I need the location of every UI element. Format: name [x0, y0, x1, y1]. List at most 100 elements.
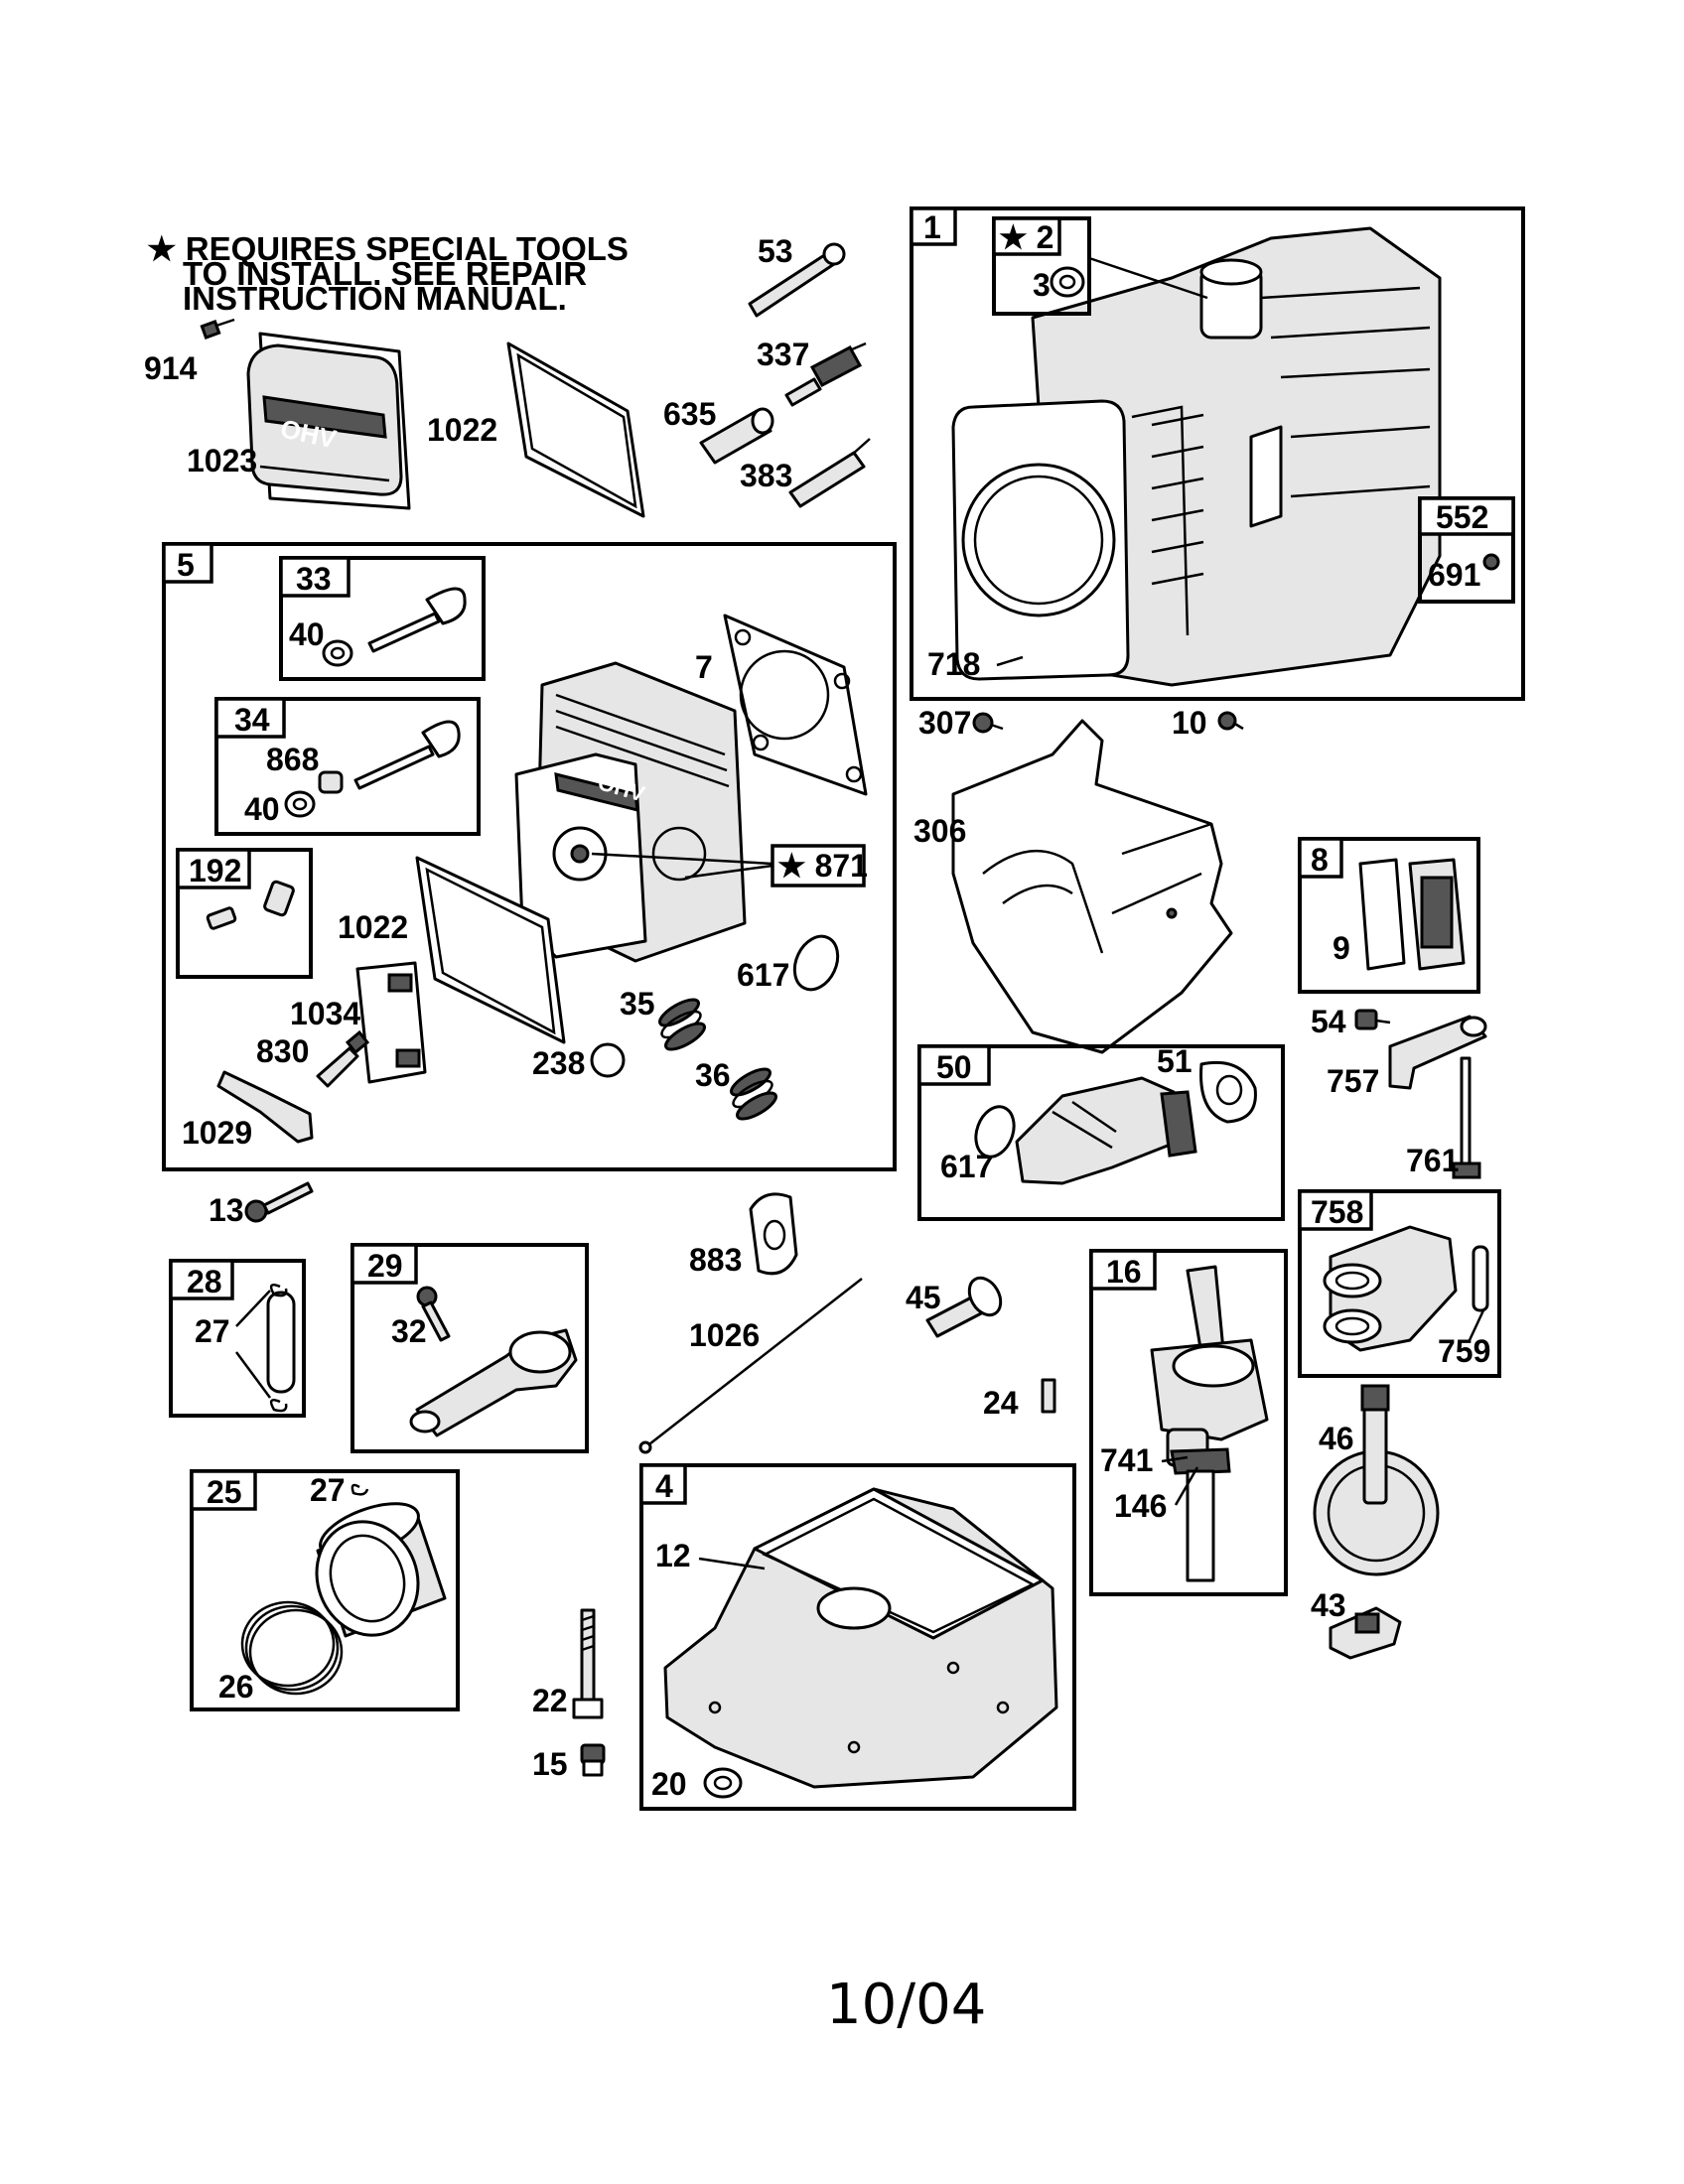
part-20-seal [703, 1767, 743, 1799]
tag-29 [351, 1243, 418, 1285]
part-883-gasket [749, 1192, 798, 1276]
box-25-piston [190, 1469, 460, 1711]
part-50-intake-manifold [1015, 1076, 1197, 1185]
box-758-bracket [1298, 1189, 1501, 1378]
part-307-screw [972, 712, 1004, 734]
label-20: 20 [651, 1766, 687, 1802]
part-25-piston [315, 1502, 447, 1638]
tag-871 [771, 844, 866, 887]
part-757-bracket [1388, 1015, 1487, 1090]
label-146: 146 [1114, 1488, 1167, 1524]
label-33: 33 [296, 561, 332, 597]
part-cylinder-head: OHV [514, 661, 747, 963]
part-1022-gasket-head [415, 856, 566, 1044]
label-10: 10 [1172, 705, 1207, 741]
label-691: 691 [1428, 557, 1480, 593]
label-12: 12 [655, 1538, 691, 1573]
tag-5 [162, 542, 213, 584]
tag-1 [910, 206, 957, 246]
leader-2 [1088, 256, 1208, 300]
label-7: 7 [695, 649, 713, 685]
label-1022-head: 1022 [338, 909, 408, 945]
tag-33 [279, 556, 351, 598]
label-32: 32 [391, 1313, 427, 1349]
tag-34 [214, 697, 286, 739]
part-1022-gasket-top [506, 341, 645, 518]
part-27-clips [234, 1284, 288, 1413]
part-914-bolt [200, 318, 235, 340]
tag-28 [169, 1259, 234, 1300]
label-306: 306 [913, 813, 966, 849]
label-13: 13 [209, 1192, 244, 1228]
label-40-a: 40 [289, 616, 325, 652]
part-53-shaft [748, 242, 846, 318]
note-line-3: INSTRUCTION MANUAL. [183, 280, 567, 317]
label-27-a: 27 [195, 1313, 230, 1349]
label-35: 35 [620, 986, 655, 1022]
leader-759 [1468, 1309, 1485, 1341]
part-306-shroud [951, 719, 1233, 1054]
part-24-key [1041, 1378, 1056, 1414]
label-26: 26 [218, 1669, 254, 1705]
label-4: 4 [655, 1468, 673, 1504]
tag-16 [1089, 1249, 1157, 1291]
leader-871-a [591, 852, 773, 866]
tag-4 [639, 1463, 687, 1505]
label-1: 1 [923, 209, 941, 245]
part-192-fittings [206, 880, 295, 930]
box-8-breather [1298, 837, 1480, 994]
part-51-gasket [1199, 1060, 1257, 1124]
label-914: 914 [144, 350, 198, 386]
tag-758 [1298, 1189, 1373, 1231]
label-24: 24 [983, 1385, 1019, 1421]
part-238-cap [590, 1042, 626, 1078]
label-758: 758 [1311, 1194, 1363, 1230]
part-4-sump [663, 1487, 1058, 1789]
part-27-clip-piston [351, 1483, 369, 1496]
label-1023: 1023 [187, 443, 257, 478]
part-35-spring [658, 998, 706, 1051]
part-1029-rocker-arm [216, 1070, 314, 1144]
part-10-screw [1217, 711, 1244, 731]
part-16-crankshaft [1150, 1265, 1269, 1582]
label-54: 54 [1311, 1004, 1346, 1039]
label-34: 34 [234, 702, 270, 738]
part-26-piston-rings [240, 1600, 344, 1696]
part-9-gasket [1358, 858, 1406, 971]
part-45-tappet [925, 1276, 1003, 1338]
label-27-b: 27 [310, 1472, 346, 1508]
label-868: 868 [266, 742, 319, 777]
note-line-2: TO INSTALL. SEE REPAIR [183, 255, 587, 292]
part-617-oring-intake [974, 1105, 1016, 1159]
label-2: ★ 2 [999, 219, 1053, 255]
label-871: ★ 871 [777, 848, 868, 884]
part-46-camshaft [1313, 1384, 1440, 1576]
label-761: 761 [1406, 1143, 1459, 1178]
part-761-bolt [1452, 1056, 1481, 1179]
label-757: 757 [1327, 1063, 1379, 1099]
label-383: 383 [740, 458, 792, 493]
label-192: 192 [189, 853, 241, 888]
box-1-engine-block [910, 206, 1525, 701]
part-33-valve [322, 587, 467, 667]
part-635-plug [699, 407, 774, 465]
tag-50 [917, 1044, 991, 1086]
label-1034: 1034 [290, 996, 360, 1031]
tag-2 [992, 216, 1061, 256]
label-16: 16 [1106, 1254, 1142, 1290]
part-383-clip [788, 438, 871, 508]
box-4-sump [639, 1463, 1076, 1811]
box-34-valve [214, 697, 481, 836]
label-9: 9 [1333, 930, 1350, 966]
part-1026-push-rod [644, 1278, 863, 1448]
leader-146 [1174, 1466, 1199, 1506]
label-45: 45 [906, 1280, 941, 1315]
label-46: 46 [1319, 1421, 1354, 1456]
tag-25 [190, 1469, 257, 1511]
part-28-piston-pin [266, 1291, 296, 1394]
leader-871-b [684, 864, 773, 880]
part-34-valve [284, 720, 461, 818]
part-54-bolt [1354, 1009, 1391, 1030]
label-635: 635 [663, 396, 716, 432]
special-tools-note: ★ REQUIRES SPECIAL TOOLS TO INSTALL. SEE… [147, 230, 629, 317]
